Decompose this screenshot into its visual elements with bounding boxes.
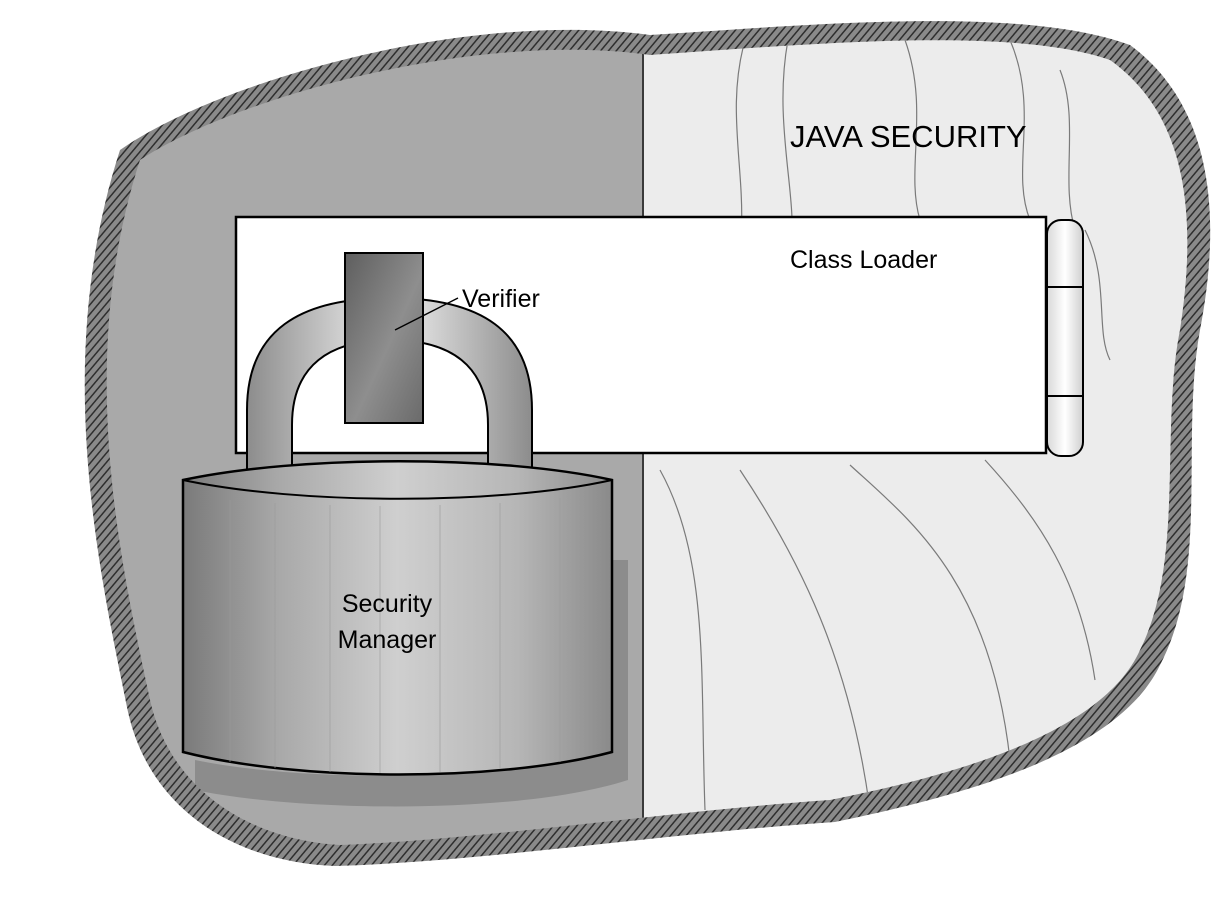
verifier-leader-line: [394, 297, 459, 331]
verifier-bar: [344, 252, 424, 424]
security-manager-label-line2: Manager: [338, 626, 437, 654]
diagram-title: JAVA SECURITY: [790, 119, 1027, 154]
security-manager-label-line1: Security: [342, 590, 433, 618]
security-manager-padlock: [181, 460, 614, 776]
contour-lines: [659, 40, 1111, 811]
class-loader-label: Class Loader: [790, 246, 937, 274]
padlock-shadow: [195, 560, 628, 807]
padlock-shackle: [246, 296, 533, 486]
class-loader-roller: [1046, 219, 1084, 457]
verifier-label: Verifier: [462, 285, 540, 313]
